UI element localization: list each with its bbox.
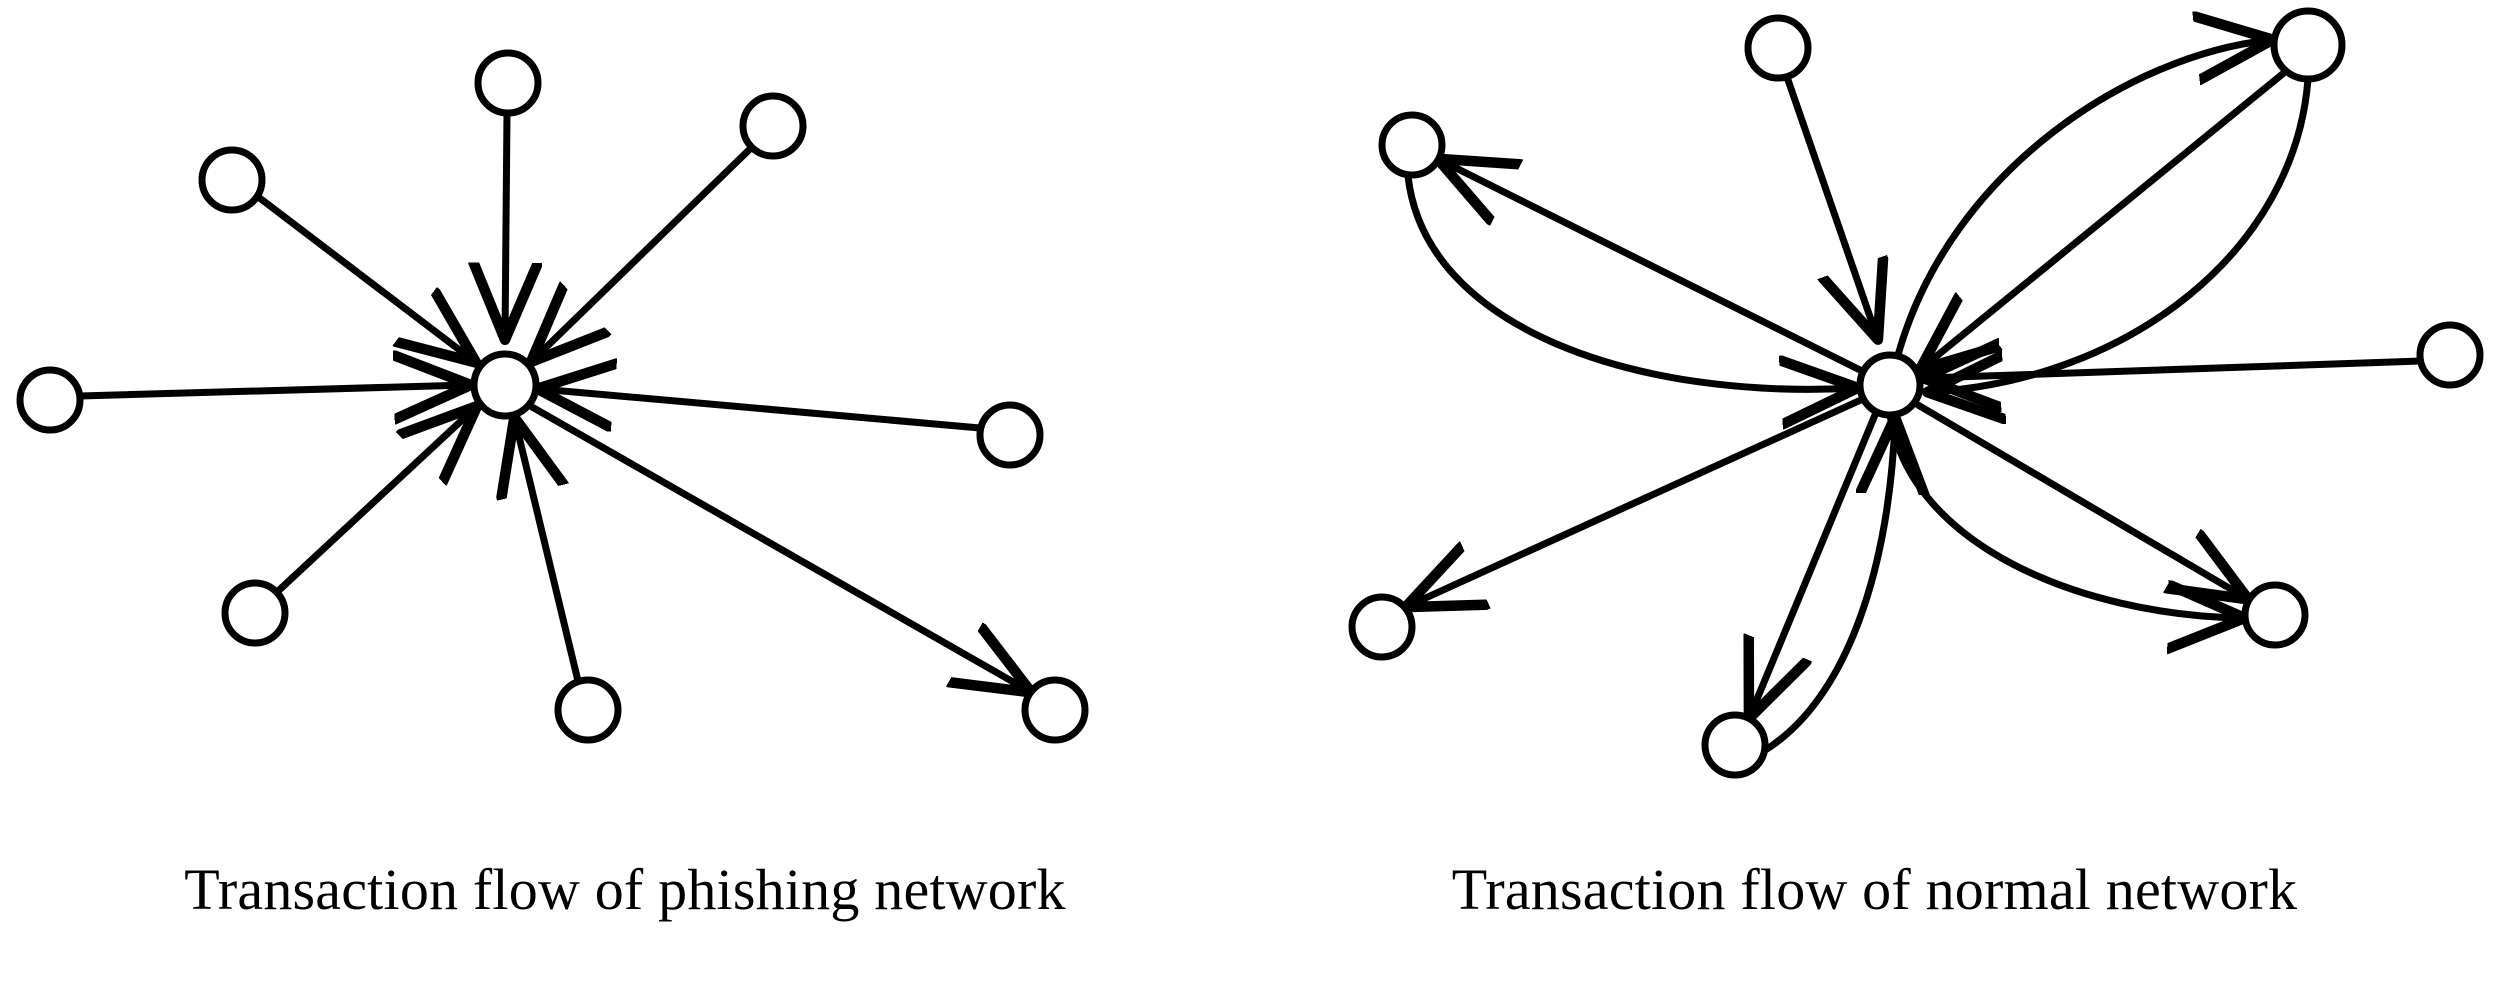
- peripheral-node-p3[interactable]: [198, 146, 266, 214]
- peripheral-node-p7[interactable]: [554, 676, 622, 744]
- edge-n3-to-hub-curve: [1404, 172, 1855, 389]
- phishing-edge-group: [76, 109, 1029, 691]
- peripheral-node-p8[interactable]: [1021, 676, 1089, 744]
- panel-phishing-network: Transaction flow of phishing network: [16, 49, 1089, 920]
- peripheral-node-n5[interactable]: [1348, 593, 1416, 661]
- peripheral-node-p5[interactable]: [976, 401, 1044, 469]
- peripheral-node-n3[interactable]: [1378, 111, 1446, 179]
- peripheral-node-p4[interactable]: [16, 366, 84, 434]
- peripheral-node-p2[interactable]: [739, 92, 807, 160]
- edge-p5-to-hub: [540, 389, 984, 428]
- edge-n1-to-hub: [1783, 73, 1877, 337]
- edge-p7-to-hub: [515, 420, 582, 685]
- edge-hub-to-n6-straight: [1914, 401, 2246, 598]
- edge-hub-to-n6-curve: [1886, 411, 2242, 618]
- normal-network-graph: [1348, 7, 2484, 779]
- edge-hub-to-n7: [1750, 411, 1879, 716]
- edge-hub-to-n3: [1440, 160, 1868, 376]
- peripheral-node-n6[interactable]: [2241, 581, 2309, 649]
- peripheral-node-n4[interactable]: [2416, 321, 2484, 389]
- edge-n2-to-hub-straight: [1922, 68, 2289, 368]
- peripheral-node-p6[interactable]: [221, 579, 289, 647]
- peripheral-node-n1[interactable]: [1744, 14, 1812, 82]
- edge-n7-to-hub-curve: [1758, 420, 1895, 756]
- caption-normal-network: Transaction flow of normal network: [1451, 857, 2298, 922]
- edge-p6-to-hub: [272, 408, 475, 597]
- hub-node-normal[interactable]: [1856, 351, 1924, 419]
- peripheral-node-p1[interactable]: [474, 49, 542, 117]
- edge-p1-to-hub: [505, 109, 507, 337]
- edge-hub-to-n2-curve: [1894, 40, 2270, 359]
- panel-normal-network: Transaction flow of normal network: [1250, 0, 2499, 989]
- peripheral-node-n7[interactable]: [1701, 711, 1769, 779]
- phishing-node-group: [16, 49, 1089, 744]
- edge-n4-to-hub: [1926, 361, 2424, 378]
- hub-node-phishing[interactable]: [470, 350, 540, 420]
- caption-phishing-network: Transaction flow of phishing network: [184, 857, 1066, 922]
- peripheral-node-n2[interactable]: [2270, 7, 2346, 83]
- edge-p3-to-hub: [253, 192, 474, 361]
- edge-p2-to-hub: [533, 143, 756, 360]
- edge-hub-to-p8: [528, 403, 1029, 691]
- phishing-network-graph: [16, 49, 1089, 744]
- edge-hub-to-n5: [1408, 395, 1867, 606]
- normal-edge-group: [1404, 40, 2424, 756]
- edge-n2-to-hub-curve: [1930, 75, 2312, 392]
- normal-node-group: [1348, 7, 2484, 779]
- edge-p4-to-hub: [76, 385, 468, 396]
